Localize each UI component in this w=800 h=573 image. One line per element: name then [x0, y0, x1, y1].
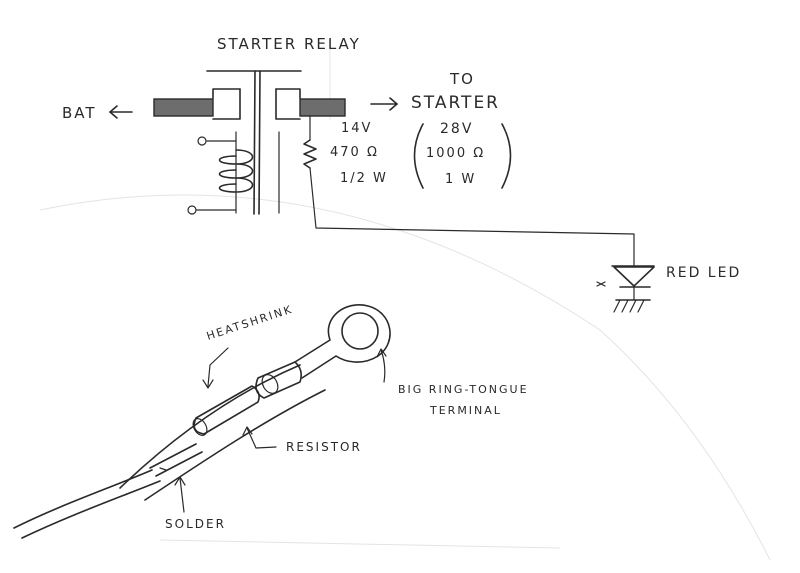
callout-resistor — [242, 426, 277, 449]
starter-relay — [206, 70, 302, 215]
heatshrink-label: HEATSHRINK — [205, 303, 295, 343]
resistor-28v-ohms: 1000 Ω — [426, 146, 485, 161]
callout-heatshrink — [202, 347, 229, 389]
arrow-left-icon — [109, 105, 133, 119]
bat-label: BAT — [62, 104, 97, 122]
bat-terminal-bar — [153, 98, 214, 117]
led-symbol — [596, 265, 655, 301]
terminal-label-line2: TERMINAL — [429, 404, 502, 417]
resistor-28v-group — [413, 123, 512, 189]
callout-solder — [174, 476, 186, 513]
resistor-28v-voltage: 28V — [440, 121, 473, 137]
arrow-right-icon — [370, 97, 398, 111]
to-label: TO — [449, 70, 475, 88]
led-label: RED LED — [666, 265, 741, 281]
resistor-14v-voltage: 14V — [341, 121, 372, 136]
paper-bleed-through — [39, 40, 771, 561]
relay-title: STARTER RELAY — [217, 35, 361, 53]
resistor-assembly — [13, 304, 391, 539]
resistor-28v-watts: 1 W — [445, 172, 476, 187]
starter-label: STARTER — [411, 93, 500, 113]
terminal-label-line1: BIG RING-TONGUE — [398, 383, 529, 396]
led-circuit-wire — [303, 115, 635, 266]
resistor-14v-watts: 1/2 W — [340, 171, 388, 186]
resistor-14v-ohms: 470 Ω — [330, 145, 379, 160]
ground-icon — [613, 299, 651, 313]
relay-coil — [187, 136, 254, 215]
resistor-label: RESISTOR — [286, 440, 362, 454]
solder-label: SOLDER — [165, 517, 226, 531]
callout-terminal — [376, 348, 387, 383]
starter-terminal-bar — [299, 98, 346, 117]
